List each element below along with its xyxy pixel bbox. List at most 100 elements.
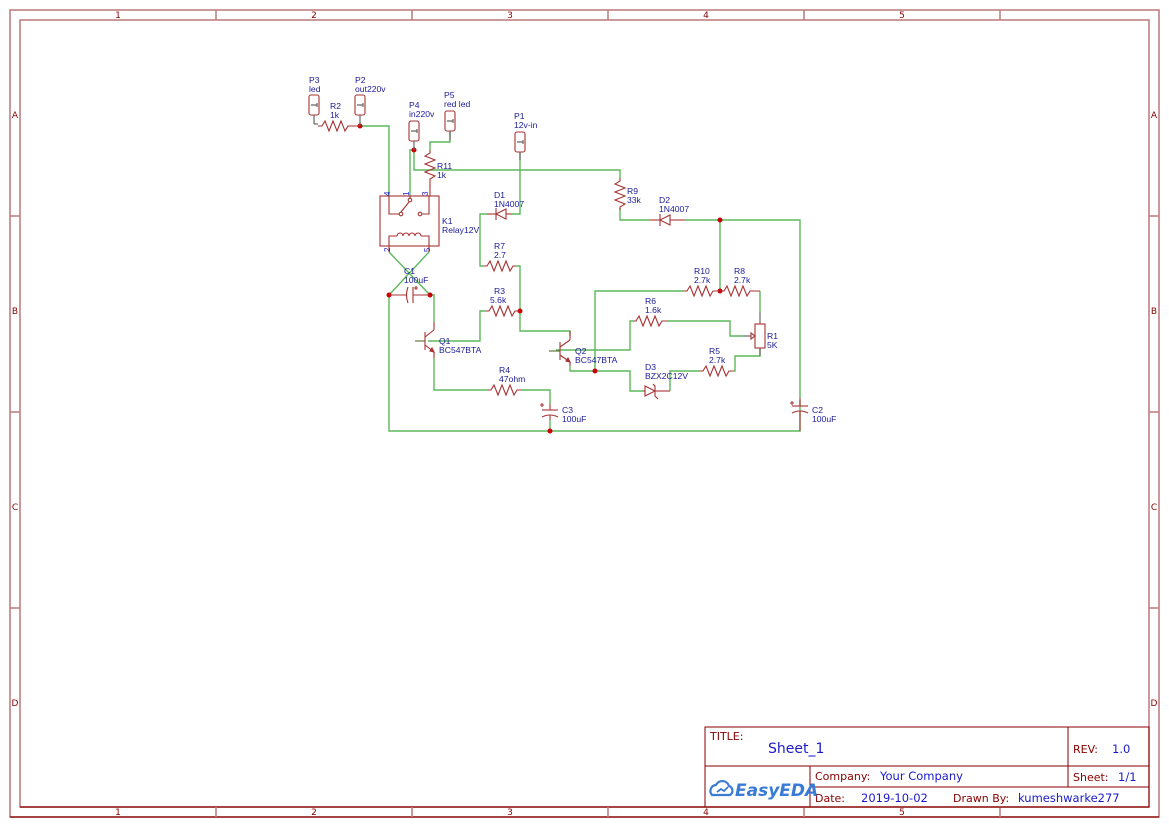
zone-row-c-right: C: [1151, 503, 1157, 513]
easyeda-logo: EasyEDA: [709, 779, 818, 801]
zener-diode-d3[interactable]: D3 BZX2C12V: [643, 362, 688, 400]
junction-dot: [592, 368, 598, 374]
zone-col-5-top: 5: [899, 11, 905, 21]
r4-ref: R4: [499, 365, 510, 375]
r3-ref: R3: [494, 286, 505, 296]
wire: [512, 152, 521, 215]
resistor-r3[interactable]: R3 5.6k: [486, 286, 520, 318]
r5-ref: R5: [709, 346, 720, 356]
capacitor-c2[interactable]: C2 100uF: [790, 398, 836, 431]
resistor-r7[interactable]: R7 2.7: [484, 241, 516, 273]
resistor-r2[interactable]: R2 1k: [314, 101, 360, 133]
wire: [522, 389, 551, 404]
wire: [594, 290, 684, 371]
wire: [429, 132, 451, 150]
r1-ref: R1: [767, 331, 778, 341]
company-value: Your Company: [879, 769, 963, 783]
p5-value: red led: [444, 99, 470, 109]
r1-value: 5K: [767, 340, 778, 350]
zone-col-3-bottom: 3: [507, 808, 513, 818]
resistor-r4[interactable]: R4 47ohm: [488, 365, 525, 397]
resistor-r8[interactable]: R8 2.7k: [720, 266, 760, 298]
resistor-r9[interactable]: R9 33k: [613, 178, 642, 210]
p4-value: in220v: [409, 109, 435, 119]
wire: [479, 213, 487, 267]
r11-ref: R11: [437, 161, 452, 171]
potentiometer-r1[interactable]: R1 5K: [743, 312, 778, 356]
p5-ref: P5: [444, 90, 455, 100]
wire: [569, 366, 643, 392]
p1-ref: P1: [514, 111, 525, 121]
r10-ref: R10: [694, 266, 710, 276]
resistor-r10[interactable]: R10 2.7k: [684, 266, 720, 298]
k1-ref: K1: [442, 216, 453, 226]
resistor-r11[interactable]: R11 1k: [423, 150, 452, 196]
wire: [556, 320, 633, 351]
wire: [413, 150, 621, 178]
d3-ref: D3: [645, 362, 656, 372]
rev-value: 1.0: [1112, 742, 1130, 756]
k1-pin-2: 2: [383, 247, 392, 252]
date-value: 2019-10-02: [861, 791, 928, 805]
zone-row-d-left: D: [12, 699, 19, 709]
transistor-q1[interactable]: Q1 BC547BTA: [415, 322, 482, 358]
wire: [519, 311, 571, 336]
r8-value: 2.7k: [734, 275, 751, 285]
wire: [430, 294, 435, 322]
connector-p3[interactable]: P3 led: [308, 75, 321, 124]
connector-p4[interactable]: P4 in220v: [408, 100, 435, 150]
sheet-title: Sheet_1: [768, 741, 824, 757]
drawn-by-label: Drawn By:: [953, 792, 1009, 805]
r10-value: 2.7k: [694, 275, 711, 285]
sheet-label: Sheet:: [1073, 771, 1109, 784]
relay-k1[interactable]: 4 1 3 2 5 K1 Relay12V: [379, 191, 480, 252]
zone-row-b-right: B: [1151, 307, 1157, 317]
c3-ref: C3: [562, 405, 573, 415]
connector-p1[interactable]: P1 12v-in: [514, 111, 538, 160]
title-label: TITLE:: [709, 730, 743, 743]
zone-col-3-top: 3: [507, 11, 513, 21]
d1-value: 1N4007: [494, 199, 524, 209]
resistor-r5[interactable]: R5 2.7k: [700, 346, 733, 378]
q2-ref: Q2: [575, 346, 587, 356]
connector-p5[interactable]: P5 red led: [444, 90, 470, 140]
resistor-r6[interactable]: R6 1.6k: [633, 296, 668, 328]
r9-ref: R9: [627, 186, 638, 196]
capacitor-c1[interactable]: C1 100uF: [389, 266, 430, 304]
p2-value: out220v: [355, 84, 386, 94]
zone-row-c-left: C: [12, 503, 18, 513]
sheet-value: 1/1: [1118, 770, 1137, 784]
connector-p2[interactable]: P2 out220v: [354, 75, 386, 126]
capacitor-c3[interactable]: C3 100uF: [540, 403, 586, 424]
r2-ref: R2: [330, 101, 341, 111]
p1-value: 12v-in: [514, 120, 538, 130]
c2-ref: C2: [812, 405, 823, 415]
q2-value: BC547BTA: [575, 355, 618, 365]
title-block: TITLE: Sheet_1 REV: 1.0 Company: Your Co…: [704, 726, 1150, 808]
zone-col-5-bottom: 5: [899, 808, 905, 818]
zone-col-1-top: 1: [115, 11, 121, 21]
junction-dot: [717, 217, 723, 223]
r7-ref: R7: [494, 241, 505, 251]
c1-ref: C1: [404, 266, 415, 276]
r3-value: 5.6k: [490, 295, 507, 305]
p3-ref: P3: [309, 75, 320, 85]
wire: [733, 348, 761, 372]
p2-ref: P2: [355, 75, 366, 85]
k1-pin-3: 3: [421, 191, 430, 196]
zone-row-a-right: A: [1151, 111, 1158, 121]
wire: [433, 358, 488, 391]
wire: [669, 370, 700, 391]
d2-value: 1N4007: [659, 204, 689, 214]
diode-d2[interactable]: D2 1N4007: [650, 195, 689, 226]
c3-value: 100uF: [562, 414, 586, 424]
row-dividers: [10, 215, 1159, 609]
q1-ref: Q1: [439, 336, 451, 346]
d2-ref: D2: [659, 195, 670, 205]
transistor-q2[interactable]: Q2 BC547BTA: [549, 331, 618, 366]
diode-d1[interactable]: D1 1N4007: [487, 190, 524, 220]
k1-pin-5: 5: [423, 247, 432, 252]
k1-pin-1: 1: [402, 191, 411, 196]
company-label: Company:: [815, 770, 870, 783]
k1-value: Relay12V: [442, 225, 480, 235]
